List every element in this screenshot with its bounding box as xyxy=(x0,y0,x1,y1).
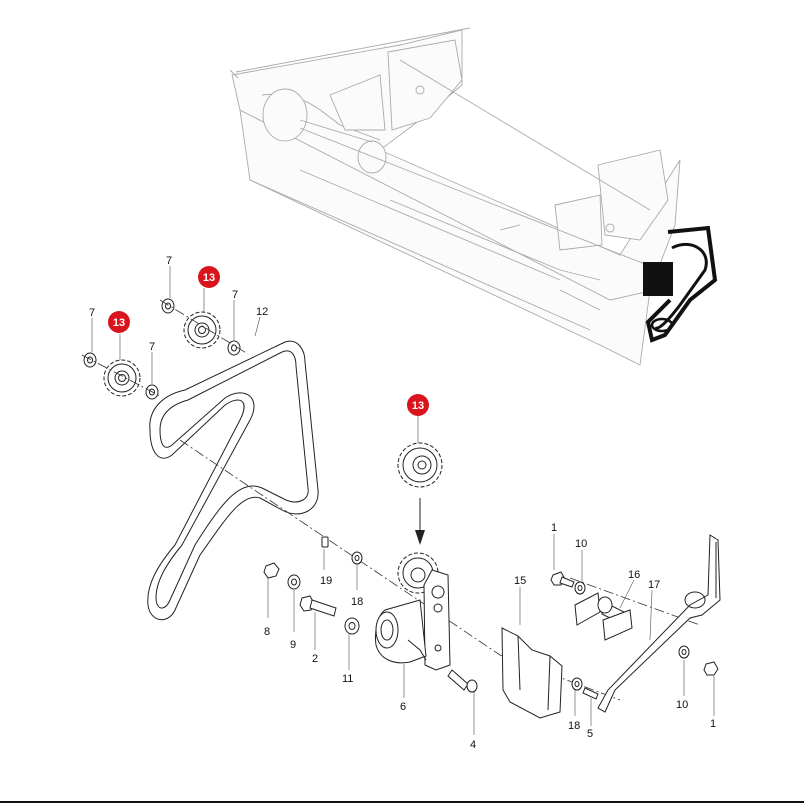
callout-7: 7 xyxy=(149,341,155,353)
shield-15 xyxy=(501,627,563,719)
callout-8: 8 xyxy=(264,626,270,638)
callout-9: 9 xyxy=(290,639,296,651)
callout-5: 5 xyxy=(587,728,593,740)
washers-7 xyxy=(83,298,241,400)
sprocket-center xyxy=(397,442,443,545)
callout-17: 17 xyxy=(648,579,660,591)
shield-17 xyxy=(597,534,721,713)
callout-19: 19 xyxy=(320,575,332,587)
part-13-badge[interactable]: 13 xyxy=(198,266,220,288)
callout-7: 7 xyxy=(166,255,172,267)
leader-lines xyxy=(91,266,715,735)
callout-1: 1 xyxy=(551,522,557,534)
svg-text:13: 13 xyxy=(412,400,424,412)
highlight-badges: 13 13 13 xyxy=(108,266,429,416)
callout-7: 7 xyxy=(89,307,95,319)
svg-text:13: 13 xyxy=(113,317,125,329)
bottom-rule xyxy=(0,801,804,803)
tensioner-assembly xyxy=(375,552,451,671)
callout-18: 18 xyxy=(568,720,580,732)
callout-6: 6 xyxy=(400,701,406,713)
callout-12: 12 xyxy=(256,306,268,318)
callout-10: 10 xyxy=(676,699,688,711)
sprocket-left xyxy=(103,359,141,397)
callout-2: 2 xyxy=(312,653,318,665)
hardware xyxy=(263,536,719,700)
header-frame xyxy=(229,27,681,366)
callout-15: 15 xyxy=(514,575,526,587)
part-13-badge[interactable]: 13 xyxy=(407,394,429,416)
callout-labels: 7 7 7 7 12 19 18 8 9 2 11 6 4 15 1 10 16… xyxy=(89,255,716,751)
drive-belt xyxy=(147,340,319,620)
bracket-16 xyxy=(574,592,633,641)
callout-7: 7 xyxy=(232,289,238,301)
callout-1: 1 xyxy=(710,718,716,730)
header-belt-drive-highlight xyxy=(643,225,718,343)
callout-16: 16 xyxy=(628,569,640,581)
callout-11: 11 xyxy=(342,673,353,685)
sprocket-top xyxy=(183,311,221,349)
callout-4: 4 xyxy=(470,739,476,751)
callout-10: 10 xyxy=(575,538,587,550)
svg-text:13: 13 xyxy=(203,272,215,284)
callout-18: 18 xyxy=(351,596,363,608)
part-13-badge[interactable]: 13 xyxy=(108,311,130,333)
